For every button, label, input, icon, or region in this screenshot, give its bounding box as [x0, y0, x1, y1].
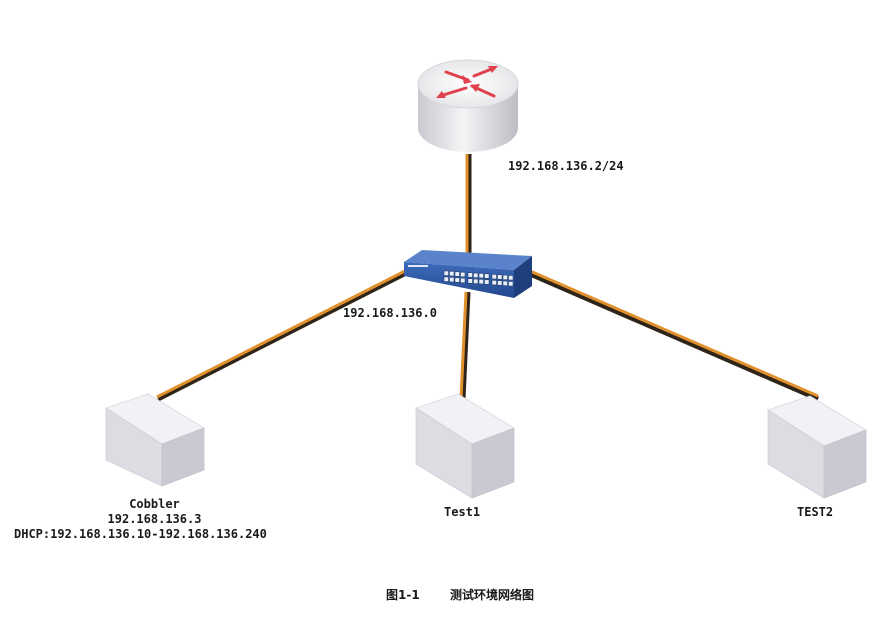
- switch-port: [502, 274, 508, 280]
- switch-port: [484, 273, 490, 279]
- switch-port: [497, 280, 503, 286]
- router-ip-label: 192.168.136.2/24: [508, 159, 624, 173]
- switch-port: [491, 280, 497, 286]
- switch-port: [473, 272, 479, 278]
- switch-port: [460, 271, 466, 277]
- switch-port: [443, 270, 449, 276]
- cable-switch-test1: [459, 291, 471, 400]
- switch-port: [478, 273, 484, 279]
- switch-icon: [404, 250, 532, 298]
- switch-port: [443, 276, 449, 282]
- switch-port: [473, 278, 479, 284]
- cable-switch-cobbler: [156, 268, 410, 402]
- switch-port: [454, 271, 460, 277]
- switch-port: [497, 274, 503, 280]
- switch-port: [491, 274, 497, 280]
- figure-number: 图1-1: [386, 588, 420, 602]
- router-icon: [417, 59, 519, 152]
- switch-port: [449, 271, 455, 277]
- switch-port: [502, 280, 508, 286]
- switch-network-label: 192.168.136.0: [343, 306, 437, 320]
- cobbler-name-label: Cobbler: [129, 497, 180, 511]
- switch-port: [508, 281, 514, 287]
- switch-port: [460, 277, 466, 283]
- test1-name-label: Test1: [444, 505, 481, 519]
- switch-port: [484, 279, 490, 285]
- switch-port: [478, 279, 484, 285]
- switch-port: [454, 277, 460, 283]
- figure-title: 测试环境网络图: [450, 588, 535, 602]
- switch-port: [449, 277, 455, 283]
- switch-port: [508, 275, 514, 281]
- cable-switch-test2: [529, 269, 819, 402]
- server-cobbler-icon: [105, 393, 205, 487]
- test2-name-label: TEST2: [797, 505, 834, 519]
- switch-port: [467, 278, 473, 284]
- cable-router-switch: [465, 154, 472, 262]
- switch-port: [467, 272, 473, 278]
- cobbler-ip-label: 192.168.136.3: [107, 512, 202, 526]
- cobbler-dhcp-label: DHCP:192.168.136.10-192.168.136.240: [14, 527, 267, 541]
- server-test2-icon: [767, 395, 867, 499]
- server-test1-icon: [415, 393, 515, 499]
